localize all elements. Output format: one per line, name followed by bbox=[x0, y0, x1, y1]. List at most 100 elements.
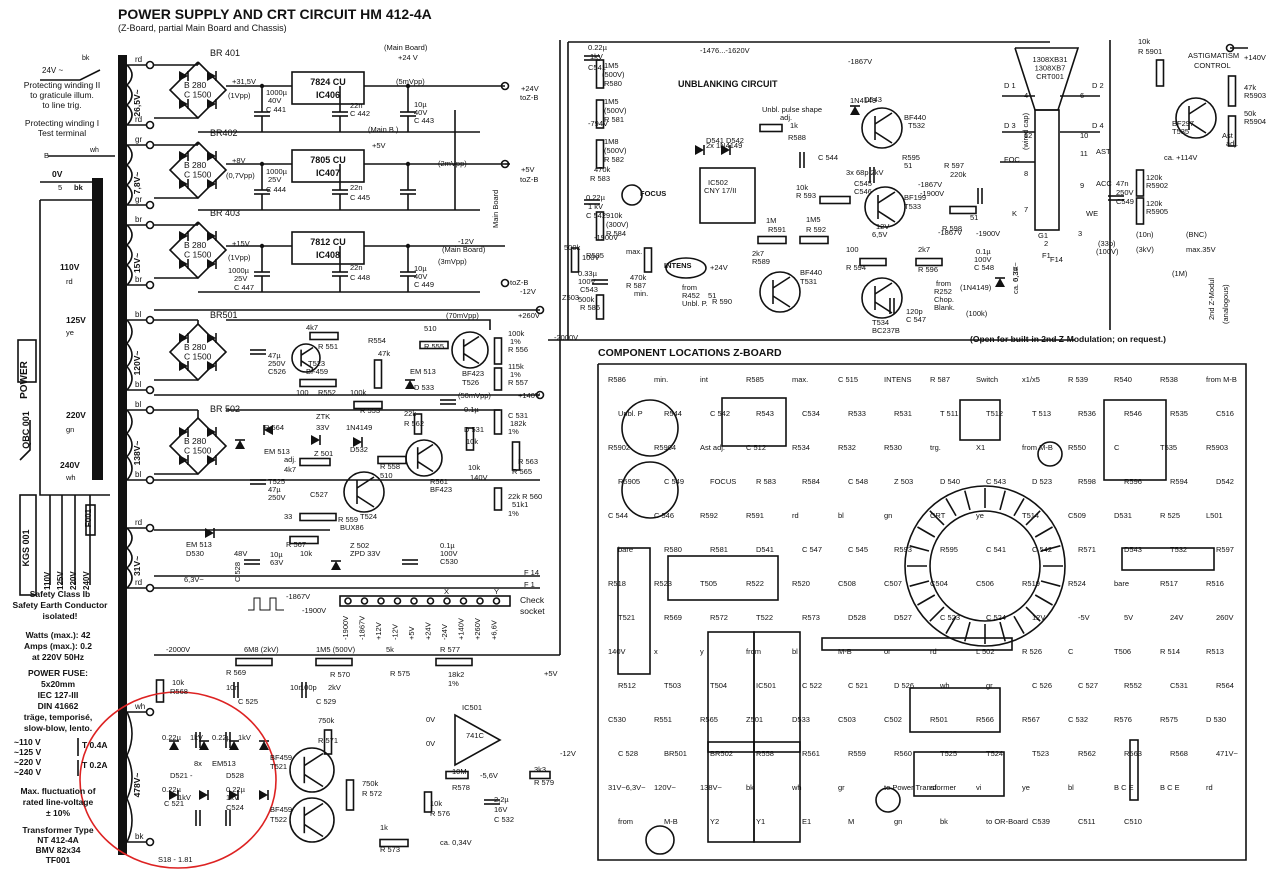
wire bbox=[300, 346, 314, 356]
label: 140V bbox=[470, 473, 488, 482]
label: R576 bbox=[1114, 715, 1132, 724]
resistor bbox=[1227, 115, 1237, 147]
label: 48V bbox=[234, 549, 247, 558]
label: 6,5V bbox=[872, 230, 887, 239]
label: R562 bbox=[1078, 749, 1096, 758]
label: 1kV bbox=[238, 733, 251, 742]
resistor bbox=[493, 337, 503, 365]
label: gn bbox=[66, 425, 74, 434]
wire bbox=[772, 295, 791, 308]
label: R 583 bbox=[590, 174, 610, 183]
resistor bbox=[595, 294, 605, 320]
label: to graticule illum. bbox=[30, 90, 94, 100]
check-socket-pin bbox=[476, 597, 484, 605]
label: UNBLANKING CIRCUIT bbox=[678, 79, 778, 89]
label: R 583 bbox=[756, 477, 776, 486]
label: 510 bbox=[380, 471, 393, 480]
label: 11 bbox=[1080, 149, 1088, 158]
label: K bbox=[1012, 209, 1017, 218]
label: 0.22µ bbox=[588, 43, 608, 52]
label: Watts (max.): 42 bbox=[26, 630, 91, 640]
check-socket-pin bbox=[443, 597, 451, 605]
label: to line trig. bbox=[42, 100, 81, 110]
resistor bbox=[643, 247, 653, 273]
label: 1000µ bbox=[266, 88, 288, 97]
label: C 523 bbox=[940, 613, 960, 622]
diode bbox=[207, 361, 216, 371]
check-socket-pin bbox=[393, 597, 402, 605]
label: 47n bbox=[1116, 179, 1129, 188]
label: ye bbox=[976, 511, 984, 520]
label: (50mVpp) bbox=[458, 391, 491, 400]
label: -12V bbox=[560, 749, 576, 758]
label: 22n bbox=[350, 263, 363, 272]
label: T532 bbox=[908, 121, 925, 130]
label: R 567 bbox=[286, 540, 306, 549]
label: 138V~ bbox=[700, 783, 723, 792]
label: max. bbox=[626, 247, 642, 256]
terminal bbox=[145, 140, 155, 150]
label: adj. bbox=[284, 455, 296, 464]
label: C 547 bbox=[802, 545, 822, 554]
label: Main Board bbox=[491, 190, 500, 228]
label: 500k bbox=[578, 295, 595, 304]
label: 31V~6,3V~ bbox=[608, 783, 646, 792]
label: rd bbox=[135, 55, 142, 64]
label: C509 bbox=[1068, 511, 1086, 520]
label: R513 bbox=[1206, 647, 1224, 656]
label: T 511 bbox=[940, 409, 959, 418]
label: 1N4149 bbox=[346, 423, 372, 432]
label: at 220V 50Hz bbox=[32, 652, 84, 662]
label: 10µ bbox=[414, 264, 427, 273]
label: IC502 bbox=[708, 178, 728, 187]
label: 1 kV bbox=[588, 202, 603, 211]
terminal bbox=[500, 159, 510, 169]
diode bbox=[179, 151, 188, 161]
label: -2000V bbox=[166, 645, 190, 654]
resistor bbox=[799, 235, 829, 245]
label: R573 bbox=[802, 613, 820, 622]
label: T 513 bbox=[1032, 409, 1051, 418]
label: 1% bbox=[508, 427, 519, 436]
diode bbox=[207, 99, 216, 109]
label: +15V bbox=[232, 239, 250, 248]
label: C541 bbox=[588, 63, 606, 72]
diode bbox=[207, 455, 216, 465]
label: M-B bbox=[664, 817, 678, 826]
resistor bbox=[493, 487, 503, 511]
transformer-winding bbox=[125, 527, 133, 589]
label: D533 bbox=[792, 715, 810, 724]
label: 12V bbox=[876, 222, 889, 231]
label: gn bbox=[884, 511, 892, 520]
diode bbox=[169, 790, 178, 800]
label: R 577 bbox=[440, 645, 460, 654]
label: 0.1µ bbox=[464, 405, 479, 414]
label: D 526 bbox=[894, 681, 914, 690]
label: (3mVpp) bbox=[438, 257, 467, 266]
label: R558 bbox=[756, 749, 774, 758]
label: 51 bbox=[904, 161, 912, 170]
label: (2mVpp) bbox=[438, 159, 467, 168]
label: 7805 CU bbox=[310, 155, 346, 165]
crt-inner-ring bbox=[929, 510, 1041, 622]
intens-pot bbox=[665, 257, 707, 279]
transistor bbox=[343, 471, 385, 513]
label: 240V bbox=[60, 460, 80, 470]
label: KGS 001 bbox=[21, 529, 31, 566]
label: X1 bbox=[976, 443, 985, 452]
label: 100k bbox=[508, 329, 525, 338]
titles: POWER SUPPLY AND CRT CIRCUIT HM 412-4A (… bbox=[118, 6, 432, 33]
label: C549 bbox=[1116, 197, 1134, 206]
label: R568 bbox=[1170, 749, 1188, 758]
label: -1900V bbox=[594, 233, 618, 242]
label: R586 bbox=[608, 375, 626, 384]
label: M-B bbox=[838, 647, 852, 656]
diode bbox=[207, 259, 216, 269]
label: CONTROL bbox=[1194, 61, 1231, 70]
wire bbox=[417, 460, 434, 473]
resistor bbox=[289, 535, 319, 545]
label: 7824 CU bbox=[310, 77, 346, 87]
label: rd bbox=[792, 511, 799, 520]
check-socket-pin bbox=[410, 597, 418, 605]
label: C 1500 bbox=[184, 90, 212, 100]
